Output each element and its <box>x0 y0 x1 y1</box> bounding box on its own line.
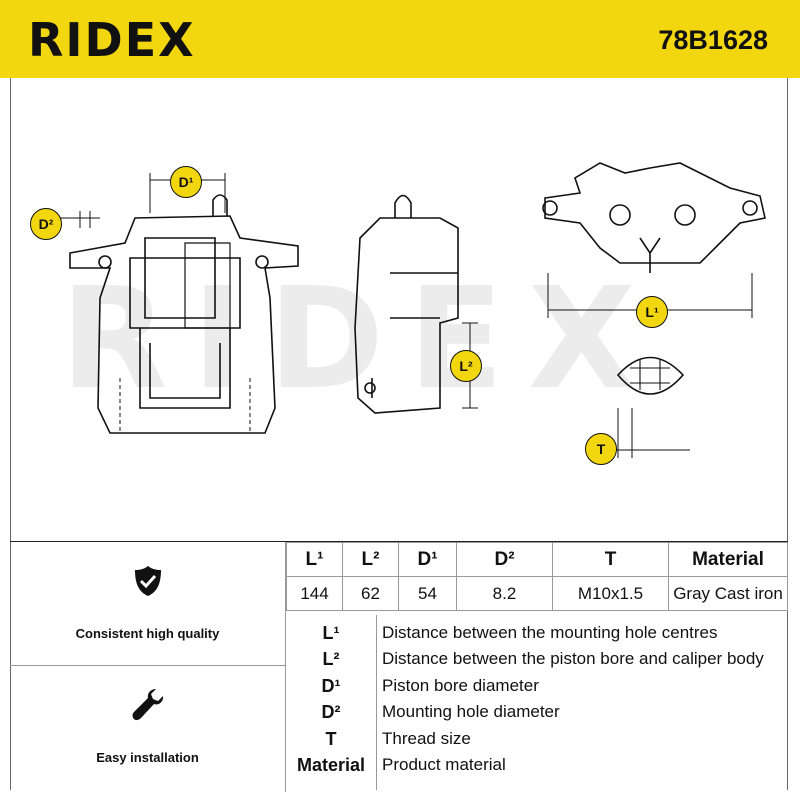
spec-value-row: 144 62 54 8.2 M10x1.5 Gray Cast iron <box>286 576 788 611</box>
spec-header-l2: L² <box>342 542 399 577</box>
thread-detail <box>616 356 685 395</box>
spec-section: Consistent high quality Easy installatio… <box>10 541 788 792</box>
spec-value-material: Gray Cast iron <box>668 576 788 611</box>
legend-key: Material <box>296 755 366 775</box>
wrench-icon <box>132 689 164 721</box>
feature-label: Consistent high quality <box>75 626 220 641</box>
spec-header-t: T <box>552 542 669 577</box>
spec-value-d2: 8.2 <box>456 576 553 611</box>
legend-key: L¹ <box>322 623 340 643</box>
feature-quality: Consistent high quality <box>10 542 286 666</box>
legend-key: L² <box>322 649 340 669</box>
dimension-badge-d2: D² <box>30 208 62 240</box>
dimension-badge-l1: L¹ <box>636 296 668 328</box>
legend-description: Distance between the piston bore and cal… <box>382 649 764 668</box>
brand-logo: RIDEX <box>28 13 196 67</box>
legend-key: D¹ <box>321 676 341 696</box>
legend-key: D² <box>321 702 341 722</box>
legend-key: T <box>325 729 337 749</box>
legend-row: L² Distance between the piston bore and … <box>286 646 788 672</box>
spec-value-l1: 144 <box>286 576 343 611</box>
legend-row: T Thread size <box>286 726 788 752</box>
content-frame <box>10 78 788 790</box>
feature-installation: Easy installation <box>10 666 286 792</box>
legend-row: D¹ Piston bore diameter <box>286 673 788 699</box>
legend-row: Material Product material <box>286 752 788 778</box>
legend-divider <box>376 615 377 790</box>
spec-header-d2: D² <box>456 542 553 577</box>
caliper-top-view <box>542 162 766 273</box>
legend-row: D² Mounting hole diameter <box>286 699 788 725</box>
spec-header-material: Material <box>668 542 788 577</box>
dimension-badge-l2: L² <box>450 350 482 382</box>
dimension-badge-d1: D¹ <box>170 166 202 198</box>
legend-description: Thread size <box>382 729 471 748</box>
legend-description: Product material <box>382 755 506 774</box>
shield-check-icon <box>135 566 161 596</box>
caliper-front-view <box>69 194 299 434</box>
spec-value-l2: 62 <box>342 576 399 611</box>
spec-table: L¹ L² D¹ D² T Material 144 62 54 8.2 M10… <box>286 542 788 611</box>
legend-row: L¹ Distance between the mounting hole ce… <box>286 620 788 646</box>
part-number: 78B1628 <box>658 25 768 55</box>
dimension-badge-t: T <box>585 433 617 465</box>
spec-value-d1: 54 <box>398 576 457 611</box>
feature-label: Easy installation <box>96 750 199 765</box>
caliper-drawing <box>60 162 766 458</box>
spec-header-l1: L¹ <box>286 542 343 577</box>
technical-drawing: RIDEX <box>0 78 800 540</box>
watermark: RIDEX <box>60 258 660 421</box>
caliper-side-view <box>354 194 459 414</box>
spec-value-t: M10x1.5 <box>552 576 669 611</box>
header-bar: RIDEX 78B1628 <box>0 0 800 78</box>
spec-header-row: L¹ L² D¹ D² T Material <box>286 542 788 577</box>
legend-description: Mounting hole diameter <box>382 702 560 721</box>
spec-header-d1: D¹ <box>398 542 457 577</box>
legend-description: Distance between the mounting hole centr… <box>382 623 718 642</box>
legend-description: Piston bore diameter <box>382 676 539 695</box>
dimension-lines <box>60 173 753 458</box>
